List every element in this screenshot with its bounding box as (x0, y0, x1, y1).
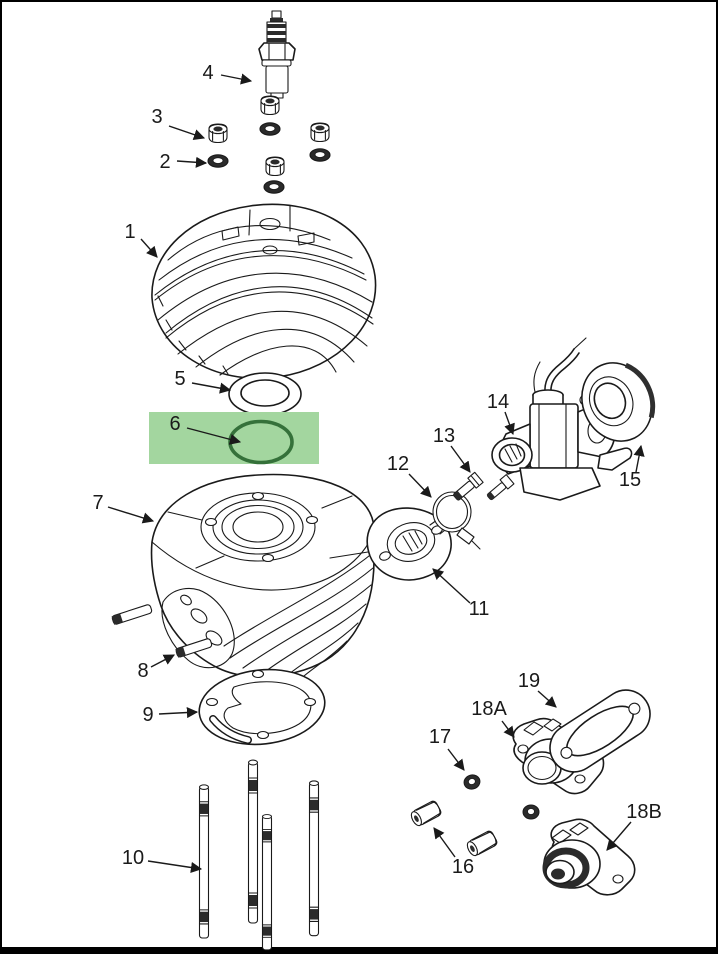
callout-2-label: 2 (159, 151, 170, 173)
part-clamp-screw (452, 471, 484, 501)
callout-5[interactable]: 5 (174, 368, 232, 394)
callout-8-leader (150, 654, 175, 668)
part-air-filter (581, 362, 656, 442)
callout-4-leader (220, 73, 253, 85)
callout-1-leader (140, 238, 158, 258)
callout-15-leader (633, 444, 645, 473)
callout-12[interactable]: 12 (387, 453, 432, 498)
callout-1[interactable]: 1 (124, 221, 158, 258)
part-exhaust-flange-b (542, 818, 636, 896)
callout-14-label: 14 (487, 391, 509, 413)
callout-19-leader (537, 690, 557, 708)
callout-3-label: 3 (151, 106, 162, 128)
callout-18b-leader (606, 821, 632, 851)
callout-15[interactable]: 15 (619, 444, 645, 491)
page-bottom-bar (0, 947, 718, 954)
callout-18a-leader (501, 720, 515, 738)
part-studs (198, 759, 320, 951)
callout-8[interactable]: 8 (137, 654, 175, 682)
callout-17-label: 17 (429, 726, 451, 748)
callout-4-label: 4 (202, 62, 213, 84)
callout-19-label: 19 (518, 670, 540, 692)
callout-14-leader (504, 411, 515, 436)
callout-16-leader (433, 827, 456, 858)
callout-7-leader (107, 506, 155, 524)
callout-18a[interactable]: 18A (471, 698, 515, 738)
callout-18b[interactable]: 18B (606, 801, 662, 851)
part-nuts-and-washers (207, 95, 331, 194)
callout-5-leader (191, 382, 232, 394)
callout-5-label: 5 (174, 368, 185, 390)
callout-1-label: 1 (124, 221, 135, 243)
callout-11-leader (432, 568, 471, 604)
callout-10-label: 10 (122, 847, 144, 869)
callout-7-label: 7 (92, 492, 103, 514)
part-hose-clamp (432, 491, 481, 550)
callout-9-label: 9 (142, 704, 153, 726)
part-carburetor-screw (486, 474, 515, 501)
callout-12-label: 12 (387, 453, 409, 475)
callout-8-label: 8 (137, 660, 148, 682)
callout-17[interactable]: 17 (429, 726, 465, 771)
callout-11[interactable]: 11 (432, 568, 490, 620)
callout-7[interactable]: 7 (92, 492, 155, 524)
part-spacer-nuts (408, 799, 499, 859)
callout-14[interactable]: 14 (487, 391, 515, 436)
callout-10-leader (147, 860, 203, 874)
callout-18a-label: 18A (471, 698, 507, 720)
callout-16[interactable]: 16 (433, 827, 474, 878)
part-cylinder (111, 473, 375, 679)
callout-3[interactable]: 3 (151, 106, 206, 141)
callout-6[interactable]: 6 (169, 413, 242, 445)
callout-2[interactable]: 2 (159, 151, 208, 173)
part-intake-manifold (366, 507, 456, 581)
callout-13-label: 13 (433, 425, 455, 447)
callout-2-leader (176, 156, 208, 168)
callout-15-label: 15 (619, 469, 641, 491)
callout-9[interactable]: 9 (142, 704, 199, 726)
part-head-gasket (228, 372, 302, 416)
callout-13-leader (450, 445, 471, 473)
callout-19[interactable]: 19 (518, 670, 557, 708)
part-small-washers (461, 772, 540, 820)
callout-18b-label: 18B (626, 801, 662, 823)
callout-16-label: 16 (452, 856, 474, 878)
part-cylinder-stud-upper (111, 604, 153, 625)
callout-12-leader (408, 473, 432, 498)
callout-3-leader (168, 125, 206, 141)
part-spark-plug (258, 10, 296, 99)
part-cylinder-head (151, 203, 377, 380)
callout-10[interactable]: 10 (122, 847, 203, 874)
part-cylinder-stud-lower (175, 638, 213, 658)
part-exhaust-gasket (549, 689, 651, 773)
callout-4[interactable]: 4 (202, 62, 253, 85)
callout-6-label: 6 (169, 413, 180, 435)
callout-17-leader (447, 748, 465, 771)
callout-13[interactable]: 13 (433, 425, 471, 473)
callout-6-leader (186, 427, 242, 445)
callout-9-leader (158, 706, 199, 719)
part-base-gasket (198, 668, 326, 746)
callout-11-label: 11 (469, 598, 490, 620)
